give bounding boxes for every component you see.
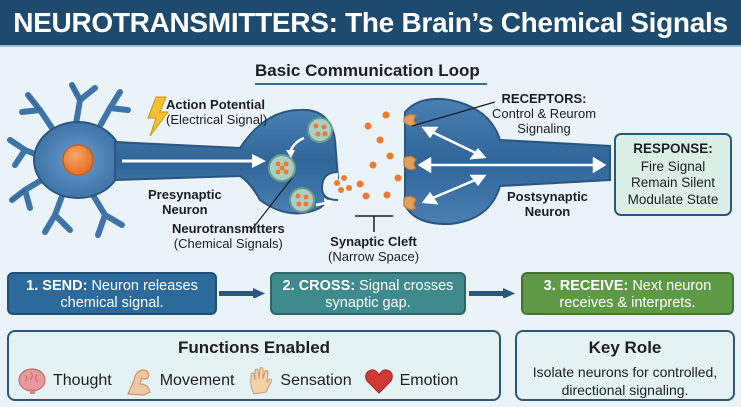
neurotransmitters-leader: [249, 177, 293, 233]
key-role-panel: Key Role Isolate neurons for controlled,…: [515, 330, 735, 401]
postsynaptic-dendrite: [404, 97, 611, 226]
action-potential-label: Action Potential (Electrical Signal): [166, 97, 268, 128]
presynaptic-label: Presynaptic Neuron: [148, 187, 222, 218]
receptor: [403, 155, 417, 171]
diagram-title-underline: [255, 83, 487, 85]
nucleus: [62, 144, 94, 176]
presynaptic-line1: Presynaptic: [148, 187, 222, 202]
function-item: Movement: [124, 366, 235, 396]
step-send: 1. SEND: Neuron releases chemical signal…: [7, 272, 217, 315]
step-arrow-icon: [219, 288, 265, 298]
neurotransmitter-molecules: [334, 111, 402, 200]
receptors-title: RECEPTORS:: [501, 91, 587, 106]
step-text: receives & interprets.: [559, 295, 696, 312]
receptor: [403, 113, 417, 127]
step-text: Neuron releases: [91, 278, 198, 294]
function-item: Sensation: [246, 366, 352, 396]
brain-icon: [18, 368, 46, 394]
function-item: Emotion: [364, 367, 459, 395]
action-potential-title: Action Potential: [166, 97, 265, 112]
receptors-label: RECEPTORS: Control & Reurom Signaling: [492, 91, 597, 137]
synaptic-cleft-subtitle: (Narrow Space): [328, 248, 420, 264]
function-label: Thought: [53, 372, 112, 389]
lightning-icon: [147, 96, 169, 137]
function-item: Thought: [17, 367, 112, 395]
key-role-text: Isolate neurons for controlled, directio…: [517, 364, 733, 399]
signal-arrows: [417, 126, 607, 205]
title-bar: NEUROTRANSMITTERS: The Brain’s Chemical …: [0, 0, 741, 47]
postsynaptic-line1: Postsynaptic: [507, 189, 588, 204]
hand-icon: [250, 367, 273, 395]
step-number: 2. CROSS:: [282, 278, 356, 294]
synaptic-cleft-title: Synaptic Cleft: [330, 234, 417, 249]
step-receive: 3. RECEIVE: Next neuron receives & inter…: [521, 272, 734, 315]
response-item: Remain Silent: [630, 175, 716, 191]
flexed-arm-icon: [126, 369, 151, 396]
neurotransmitters-label: Neurotransmitters (Chemical Signals): [172, 221, 285, 252]
response-item: Modulate State: [627, 191, 719, 207]
action-potential-subtitle: (Electrical Signal): [166, 111, 268, 127]
response-item: Fire Signal: [640, 159, 706, 175]
step-text: synaptic gap.: [325, 295, 411, 312]
functions-panel: Functions Enabled Thought Movement Sensa…: [7, 330, 501, 401]
step-text: Next neuron: [632, 278, 712, 294]
step-text: Signal crosses: [359, 278, 454, 294]
vesicle: [289, 187, 315, 213]
functions-title: Functions Enabled: [177, 338, 331, 357]
step-text: chemical signal.: [60, 295, 164, 312]
key-role-title: Key Role: [588, 338, 662, 357]
function-label: Sensation: [280, 372, 352, 389]
step-number: 1. SEND:: [26, 278, 88, 294]
page-title: NEUROTRANSMITTERS: The Brain’s Chemical …: [13, 6, 728, 38]
response-box: RESPONSE: Fire Signal Remain Silent Modu…: [614, 133, 732, 216]
key-role-line2: directional signaling.: [561, 381, 689, 398]
axon-signal-arrow: [122, 154, 266, 168]
receptors-subtitle-line1: Control & Reurom: [492, 105, 597, 121]
receptor: [403, 195, 417, 211]
function-label: Emotion: [399, 372, 459, 389]
key-role-line1: Isolate neurons for controlled,: [532, 364, 718, 380]
neuron-diagram: [7, 82, 611, 238]
neurotransmitters-subtitle: (Chemical Signals): [173, 235, 283, 251]
step-number: 3. RECEIVE:: [543, 278, 629, 294]
presynaptic-line2: Neuron: [162, 201, 208, 217]
step-cross: 2. CROSS: Signal crosses synaptic gap.: [270, 272, 466, 315]
receptors-leader: [411, 101, 496, 127]
synaptic-cleft-bracket: [355, 215, 393, 232]
vesicle: [268, 154, 296, 182]
receptors-subtitle-line2: Signaling: [517, 120, 571, 136]
neurotransmitters-title: Neurotransmitters: [172, 221, 285, 236]
postsynaptic-label: Postsynaptic Neuron: [507, 189, 588, 220]
diagram-title: Basic Communication Loop: [255, 61, 480, 80]
function-label: Movement: [159, 372, 235, 389]
synaptic-cleft-label: Synaptic Cleft (Narrow Space): [328, 234, 420, 265]
vesicle: [307, 117, 333, 143]
response-title: RESPONSE:: [633, 141, 713, 156]
postsynaptic-line2: Neuron: [524, 203, 571, 219]
heart-icon: [364, 369, 393, 394]
step-arrow-icon: [469, 288, 515, 298]
